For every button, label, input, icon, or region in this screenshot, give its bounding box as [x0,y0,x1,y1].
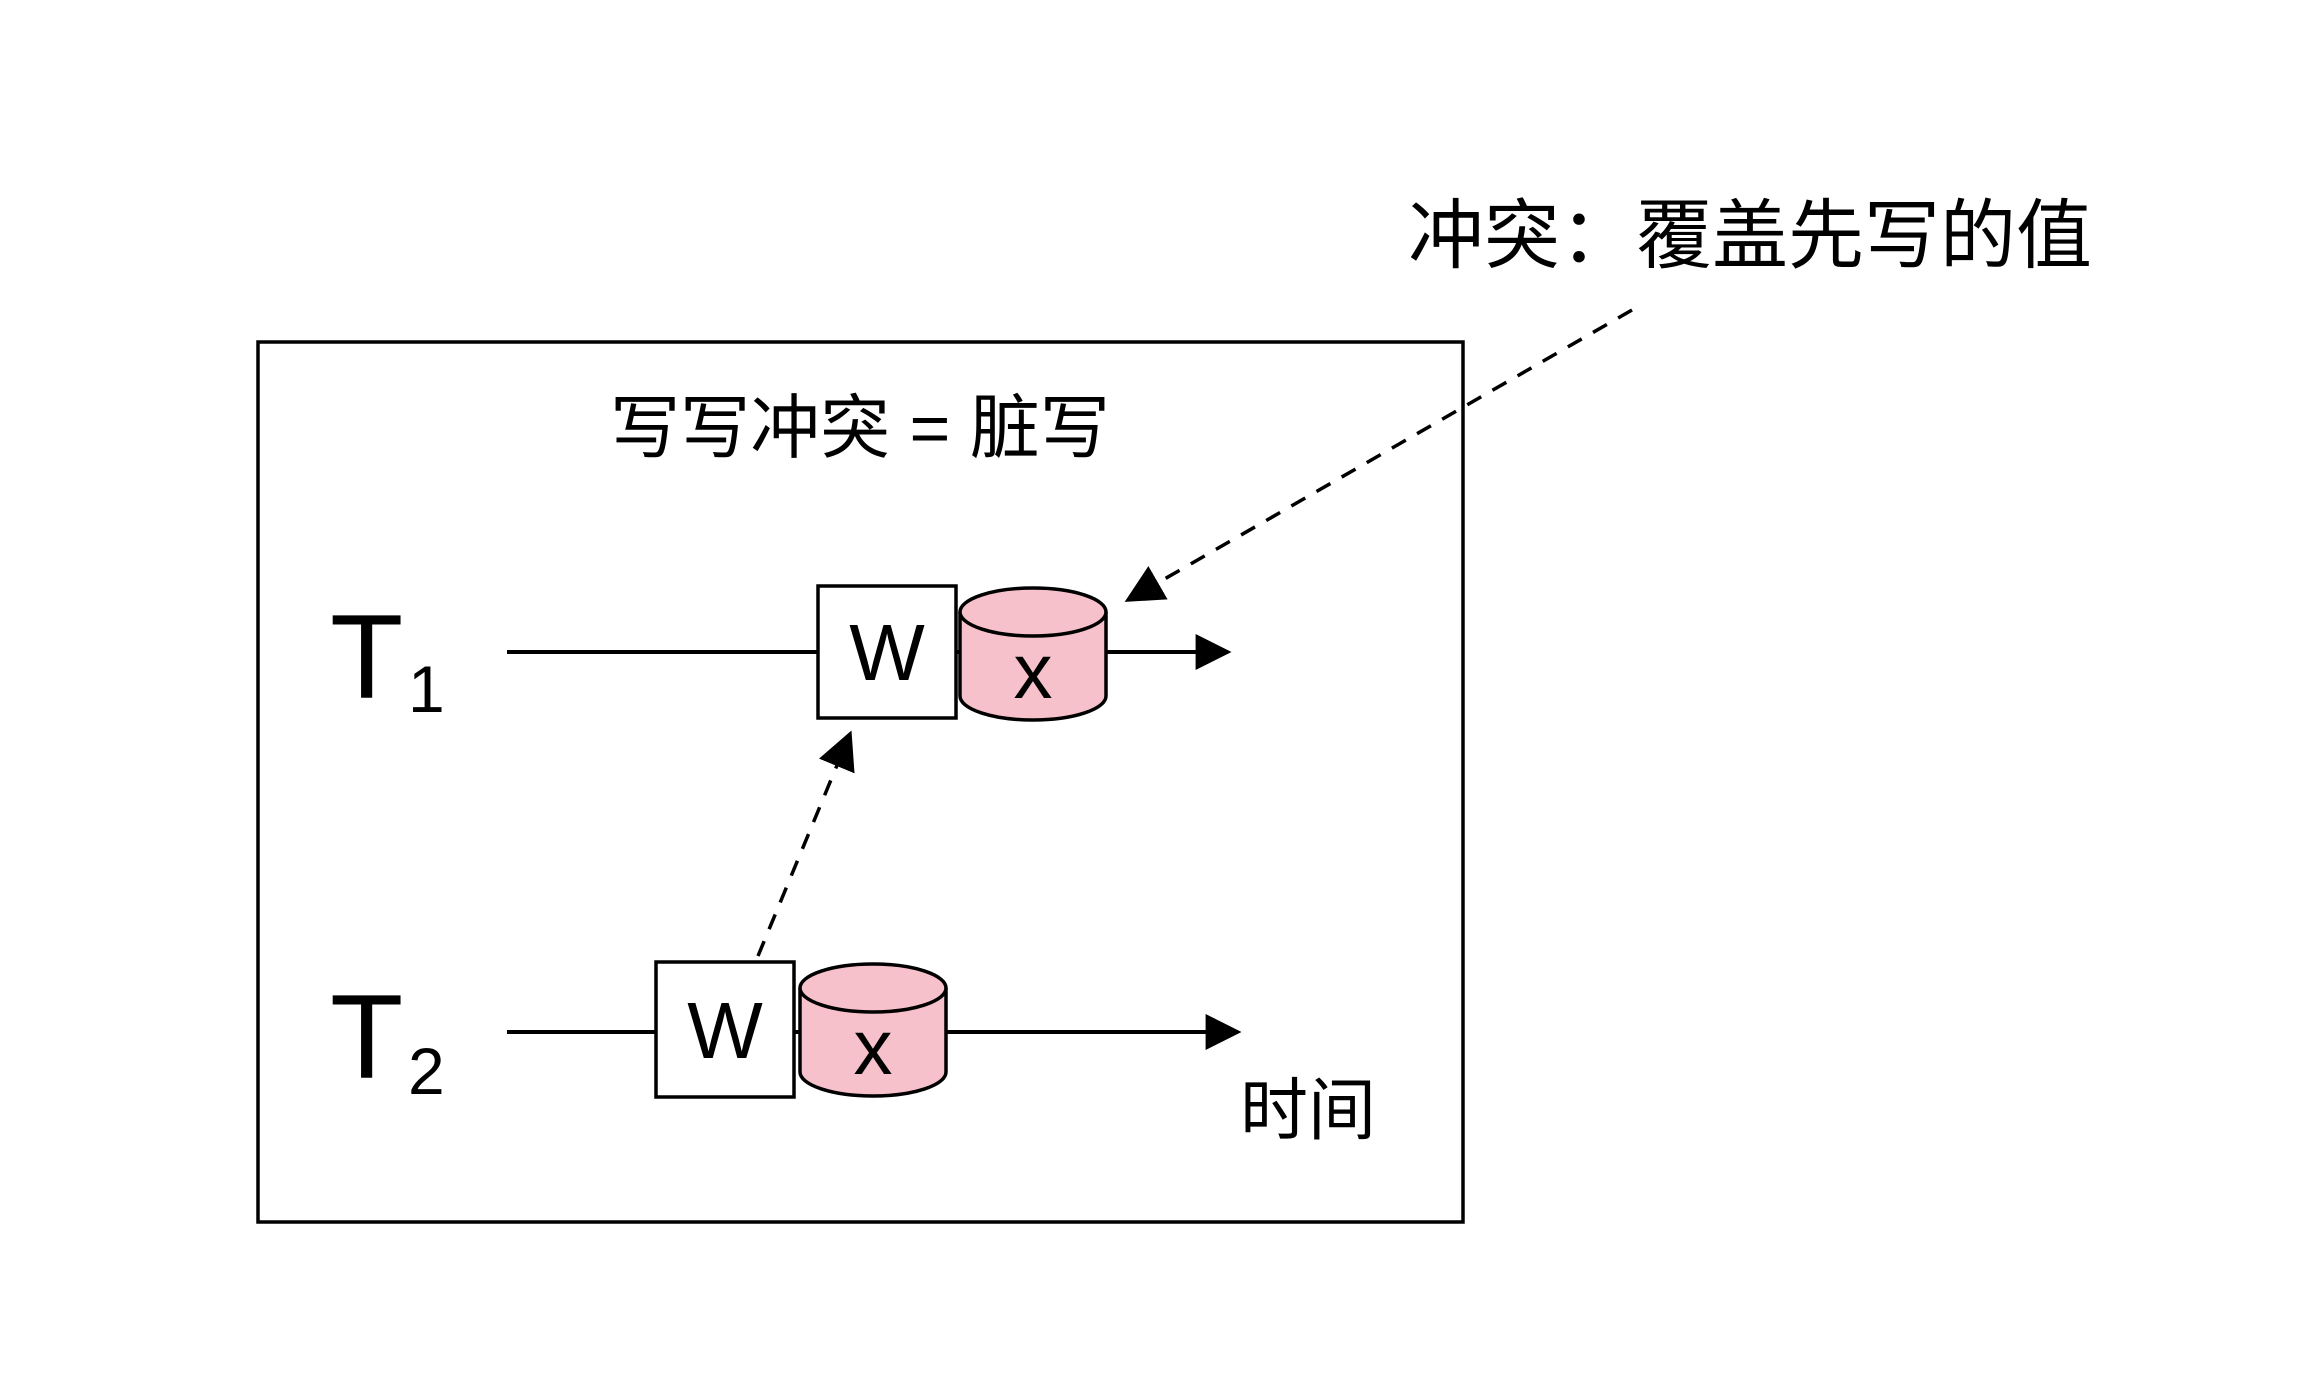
t2-label: T [330,970,403,1104]
t2-write-box [654,960,796,1099]
time-label: 时间 [1240,1073,1376,1149]
overwrite-arrow [756,730,855,957]
t2-data-cylinder-top [798,962,948,1014]
t2-subscript: 2 [408,1034,445,1108]
t1-data-label: x [1014,627,1053,715]
t1-subscript: 1 [408,652,445,726]
t2-write-label: W [687,986,763,1075]
t2-data-label: x [854,1003,893,1091]
conflict-annotation-label: 冲突：覆盖先写的值 [1408,194,2092,279]
t1-write-box [816,584,958,720]
t1-label: T [330,590,403,724]
t1-data-cylinder-body [958,612,1108,722]
box-title: 写写冲突 = 脏写 [610,389,1110,467]
t1-data-cylinder-top [958,586,1108,638]
t1-write-label: W [849,608,925,697]
conflict-pointer-arrow [1124,308,1633,602]
t2-data-cylinder-body [798,988,948,1098]
